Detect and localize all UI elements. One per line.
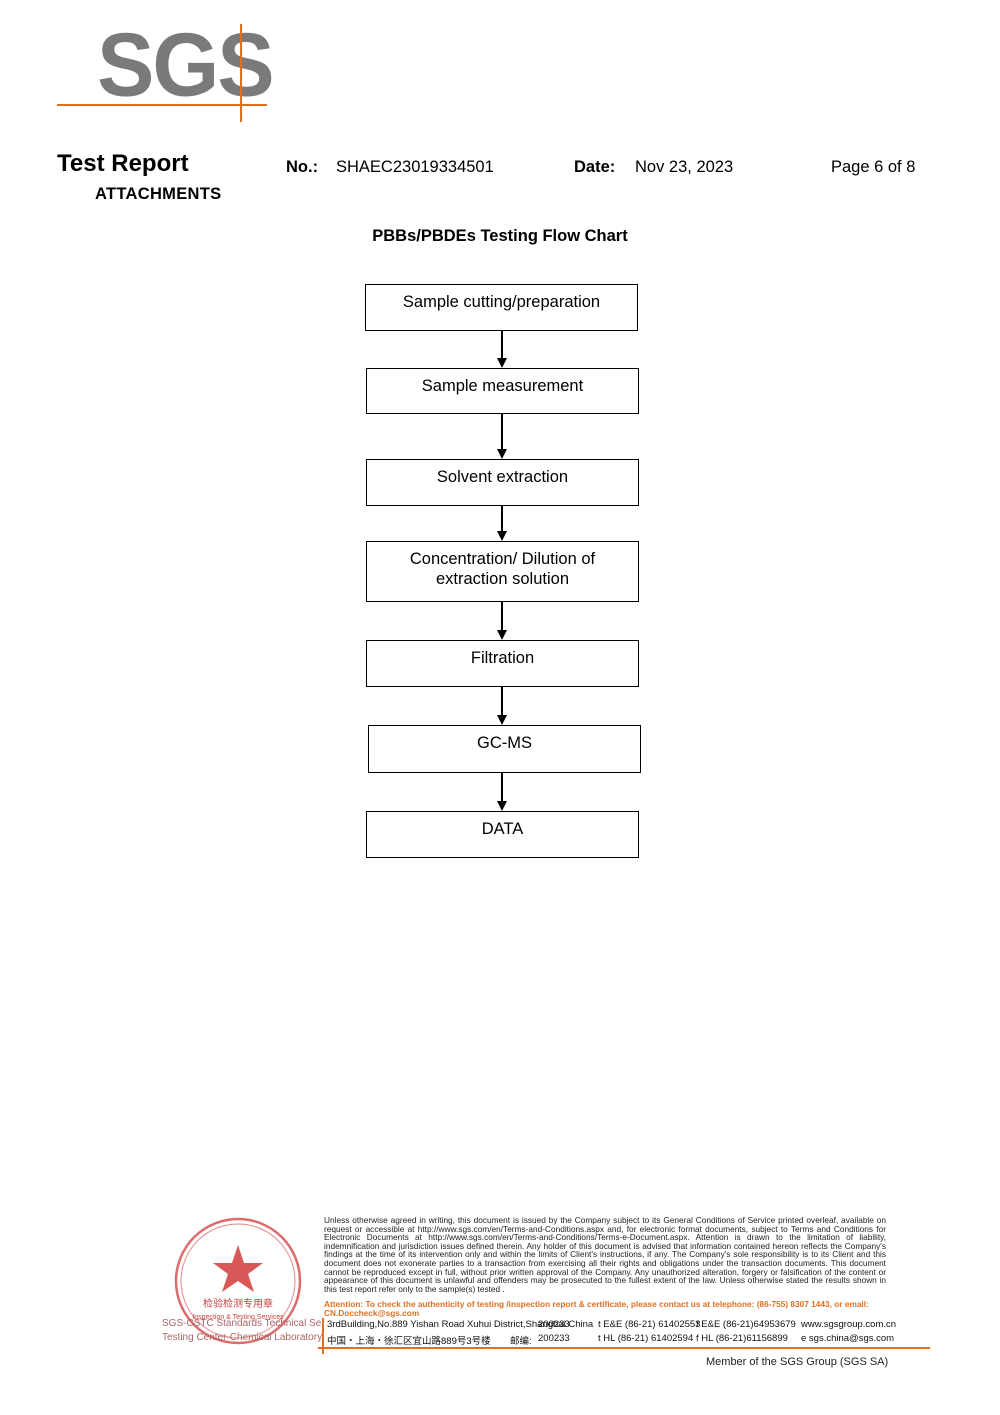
stamp-caption-line2: Testing Center-Chemical Laboratory (162, 1332, 323, 1343)
flow-step-box: GC-MS (368, 725, 641, 773)
page-number: Page 6 of 8 (831, 158, 916, 176)
flow-step-box: Solvent extraction (366, 459, 639, 506)
authenticity-notice: Attention: To check the authenticity of … (324, 1299, 869, 1318)
flow-chart-title: PBBs/PBDEs Testing Flow Chart (372, 227, 628, 245)
report-date-label: Date: (574, 158, 616, 176)
footer-horizontal-rule (318, 1347, 930, 1349)
flow-arrow-shaft (501, 773, 503, 802)
flow-step-label: Sample measurement (421, 377, 584, 395)
company-seal-stamp: 检验检测专用章 Inspection & Testing Services (174, 1217, 302, 1345)
stamp-en-text: Inspection & Testing Services (192, 1314, 284, 1321)
flow-arrow-head (497, 801, 507, 811)
website-link[interactable]: www.sgsgroup.com.cn (801, 1319, 897, 1330)
flow-step-box: Concentration/ Dilution of extraction sol… (366, 541, 639, 602)
flow-arrow-head (497, 630, 507, 640)
flow-arrow-shaft (501, 602, 503, 631)
sgs-group-membership: Member of the SGS Group (SGS SA) (706, 1356, 889, 1368)
sgs-logo: SGS (97, 14, 275, 116)
report-subtitle: ATTACHMENTS (95, 185, 222, 203)
flow-arrow-head (497, 358, 507, 368)
flow-step-label-line2: extraction solution (436, 570, 569, 588)
stamp-caption-line1: SGS-CSTC Standards Technical Services(Sh… (162, 1318, 322, 1329)
postcode-chinese-label: 邮编: (510, 1336, 532, 1347)
report-number-label: No.: (286, 158, 319, 176)
flow-arrow-shaft (501, 331, 503, 359)
telephone-hl: t HL (86-21) 61402594 (598, 1333, 694, 1344)
flow-step-box: DATA (366, 811, 639, 858)
flow-step-label: Solvent extraction (436, 468, 569, 486)
flow-step-label: DATA (481, 820, 524, 838)
report-title: Test Report (57, 150, 189, 177)
flow-arrow-shaft (501, 414, 503, 450)
flow-step-box: Sample cutting/preparation (365, 284, 638, 331)
report-number: SHAEC23019334501 (336, 158, 494, 176)
footer-vertical-rule (322, 1318, 324, 1354)
email-link[interactable]: e sgs.china@sgs.com (801, 1333, 895, 1344)
fax-hl: f HL (86-21)61156899 (696, 1333, 788, 1344)
flow-arrow-head (497, 449, 507, 459)
address-chinese: 中国・上海・徐汇区宜山路889号3号楼 (327, 1336, 491, 1347)
flow-step-label: Filtration (470, 649, 535, 667)
logo-vertical-rule (240, 24, 242, 122)
flow-step-box: Sample measurement (366, 368, 639, 414)
flow-arrow-shaft (501, 687, 503, 716)
flow-step-label: Concentration/ Dilution of (409, 550, 596, 568)
flow-arrow-shaft (501, 506, 503, 532)
flow-step-box: Filtration (366, 640, 639, 687)
telephone-ee: t E&E (86-21) 61402553 (598, 1319, 701, 1330)
flow-arrow-head (497, 715, 507, 725)
fax-ee: f E&E (86-21)64953679 (696, 1319, 796, 1330)
address-english: 3rdBuilding,No.889 Yishan Road Xuhui Dis… (327, 1319, 594, 1330)
flow-step-label: Sample cutting/preparation (402, 293, 601, 311)
flow-arrow-head (497, 531, 507, 541)
legal-disclaimer: Unless otherwise agreed in writing, this… (324, 1215, 886, 1294)
postcode-chinese: 200233 (538, 1333, 570, 1344)
flow-step-label: GC-MS (477, 734, 532, 752)
postcode-english: 200233 (538, 1319, 570, 1330)
report-date: Nov 23, 2023 (635, 158, 734, 176)
stamp-cn-text: 检验检测专用章 (203, 1297, 273, 1310)
logo-horizontal-rule (57, 104, 267, 106)
